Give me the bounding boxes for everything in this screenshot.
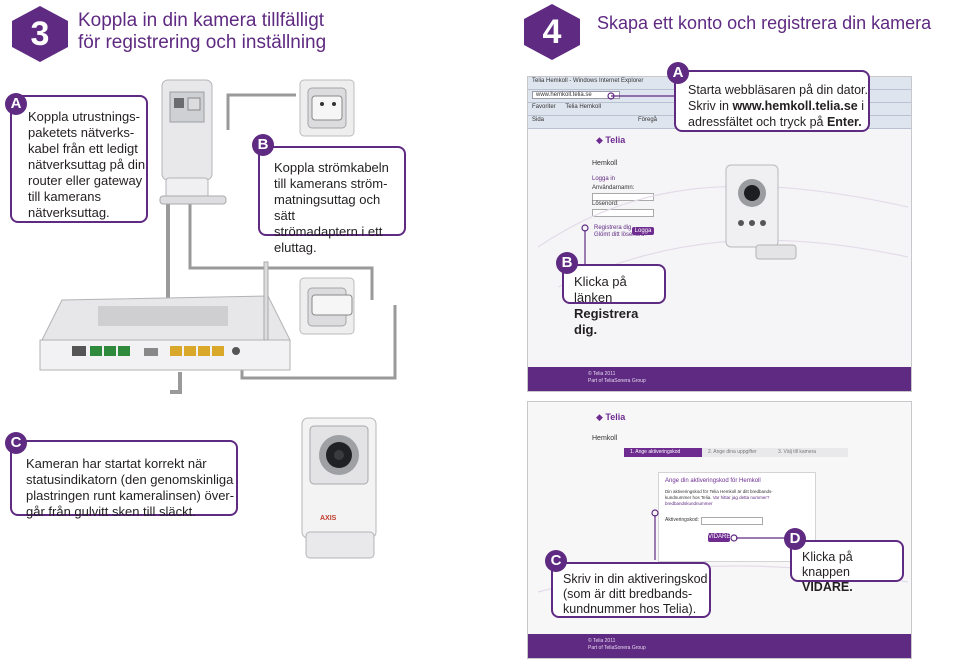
step-3-title: Koppla in din kamera tillfälligt för reg… xyxy=(78,10,327,53)
telia-pebble-icon: ◆ xyxy=(596,412,606,422)
wall-outlet-top xyxy=(299,79,355,137)
router xyxy=(39,261,291,371)
callout-3b: Koppla strömkabeln till kamerans ström- … xyxy=(258,146,406,255)
activation-pointer xyxy=(651,509,659,560)
next-button[interactable]: VIDARE xyxy=(708,533,731,542)
username-label: Användarnamn: xyxy=(592,185,635,191)
camera-front xyxy=(301,417,377,559)
login-button[interactable]: Logga in xyxy=(632,227,654,242)
badge-3a: A xyxy=(5,93,27,115)
step-tab-1: 1. Ange aktiveringskod xyxy=(624,448,702,457)
hardware-illustration xyxy=(39,79,397,559)
hexagon-icon xyxy=(524,4,580,60)
power-cable-adapter xyxy=(226,93,296,130)
step-tab-2: 2. Ange dina uppgifter xyxy=(708,449,757,455)
hexagon-icon xyxy=(12,6,68,62)
username-input[interactable] xyxy=(592,193,654,201)
camera-brand-label: AXIS xyxy=(320,515,337,522)
steps-bar: 1. Ange aktiveringskod 2. Ange dina uppgi… xyxy=(624,448,848,457)
form-text-1: Din aktiveringskod för Telia Hemkoll är … xyxy=(665,489,773,494)
page-footer: © Telia 2011 Part of TeliaSonera Group xyxy=(528,634,911,658)
badge-3b: B xyxy=(252,134,274,156)
power-cable xyxy=(188,150,374,300)
form-title: Ange din aktiveringskod för Hemkoll xyxy=(665,478,761,484)
step-tab-3: 3. Välj till kamera xyxy=(778,449,817,455)
page-heading: Hemkoll xyxy=(592,435,618,442)
telia-logo: ◆ Telia xyxy=(596,412,626,422)
network-cable-router xyxy=(170,372,182,394)
badge-4c: C xyxy=(545,550,567,572)
login-heading: Logga in xyxy=(592,176,616,182)
register-link[interactable]: Registrera dig xyxy=(594,225,632,231)
form-text-3[interactable]: bredbandskundnummer xyxy=(665,501,713,506)
menu-page[interactable]: Sida xyxy=(532,117,545,123)
menu-back[interactable]: Föregå xyxy=(638,117,658,123)
activation-code-input[interactable] xyxy=(701,517,763,525)
password-label: Lösenord: xyxy=(592,201,619,207)
decorative-swirl xyxy=(537,164,909,288)
callout-4b: Klicka på länken Registrera dig. xyxy=(562,264,666,337)
callout-4a: Starta webbläsaren på din dator. Skriv i… xyxy=(674,70,870,132)
forgot-password-link[interactable]: Glömt ditt lösenord? xyxy=(594,232,648,238)
badge-3c: C xyxy=(5,432,27,454)
step-3-number: 3 xyxy=(30,15,50,53)
page-heading: Hemkoll xyxy=(592,160,618,167)
wall-outlet-bottom xyxy=(299,277,355,335)
badge-4b: B xyxy=(556,252,578,274)
browser-tab[interactable]: Telia Hemkoll xyxy=(565,104,602,110)
callout-4c: Skriv in din aktiveringskod (som är ditt… xyxy=(551,562,711,618)
step-3-badge: 3 xyxy=(8,4,72,64)
page-footer: © Telia 2011 Part of TeliaSonera Group xyxy=(528,367,911,391)
register-pointer xyxy=(581,224,589,270)
callout-4d: Klicka på knappen VIDARE. xyxy=(790,540,904,594)
step-4-number: 4 xyxy=(542,13,562,51)
camera-illustration xyxy=(725,164,797,260)
callout-3a: Koppla utrustnings- paketets nätverks- k… xyxy=(10,95,148,223)
find-number-link[interactable]: Var hittar jag detta nummer? xyxy=(712,495,770,500)
step-4-badge: 4 xyxy=(520,2,584,62)
favorites-button[interactable]: Favoriter xyxy=(532,104,556,110)
activation-code-label: Aktiveringskod: xyxy=(665,517,699,523)
address-pointer xyxy=(607,92,679,100)
badge-4d: D xyxy=(784,528,806,550)
browser-address[interactable]: www.hemkoll.telia.se xyxy=(532,91,620,99)
badge-4a: A xyxy=(667,62,689,84)
browser-screenshot-activation: ◆ Telia Hemkoll 1. Ange aktiveringskod 2.… xyxy=(527,401,912,659)
telia-pebble-icon: ◆ xyxy=(596,135,606,145)
telia-logo: ◆ Telia xyxy=(596,135,626,145)
form-text-2: kundnummer hos Telia. Var hittar jag det… xyxy=(665,495,770,500)
camera-back xyxy=(159,79,227,205)
password-input[interactable] xyxy=(592,209,654,217)
step-4-title: Skapa ett konto och registrera din kamer… xyxy=(597,13,932,33)
callout-3c: Kameran har startat korrekt när statusin… xyxy=(10,440,238,519)
